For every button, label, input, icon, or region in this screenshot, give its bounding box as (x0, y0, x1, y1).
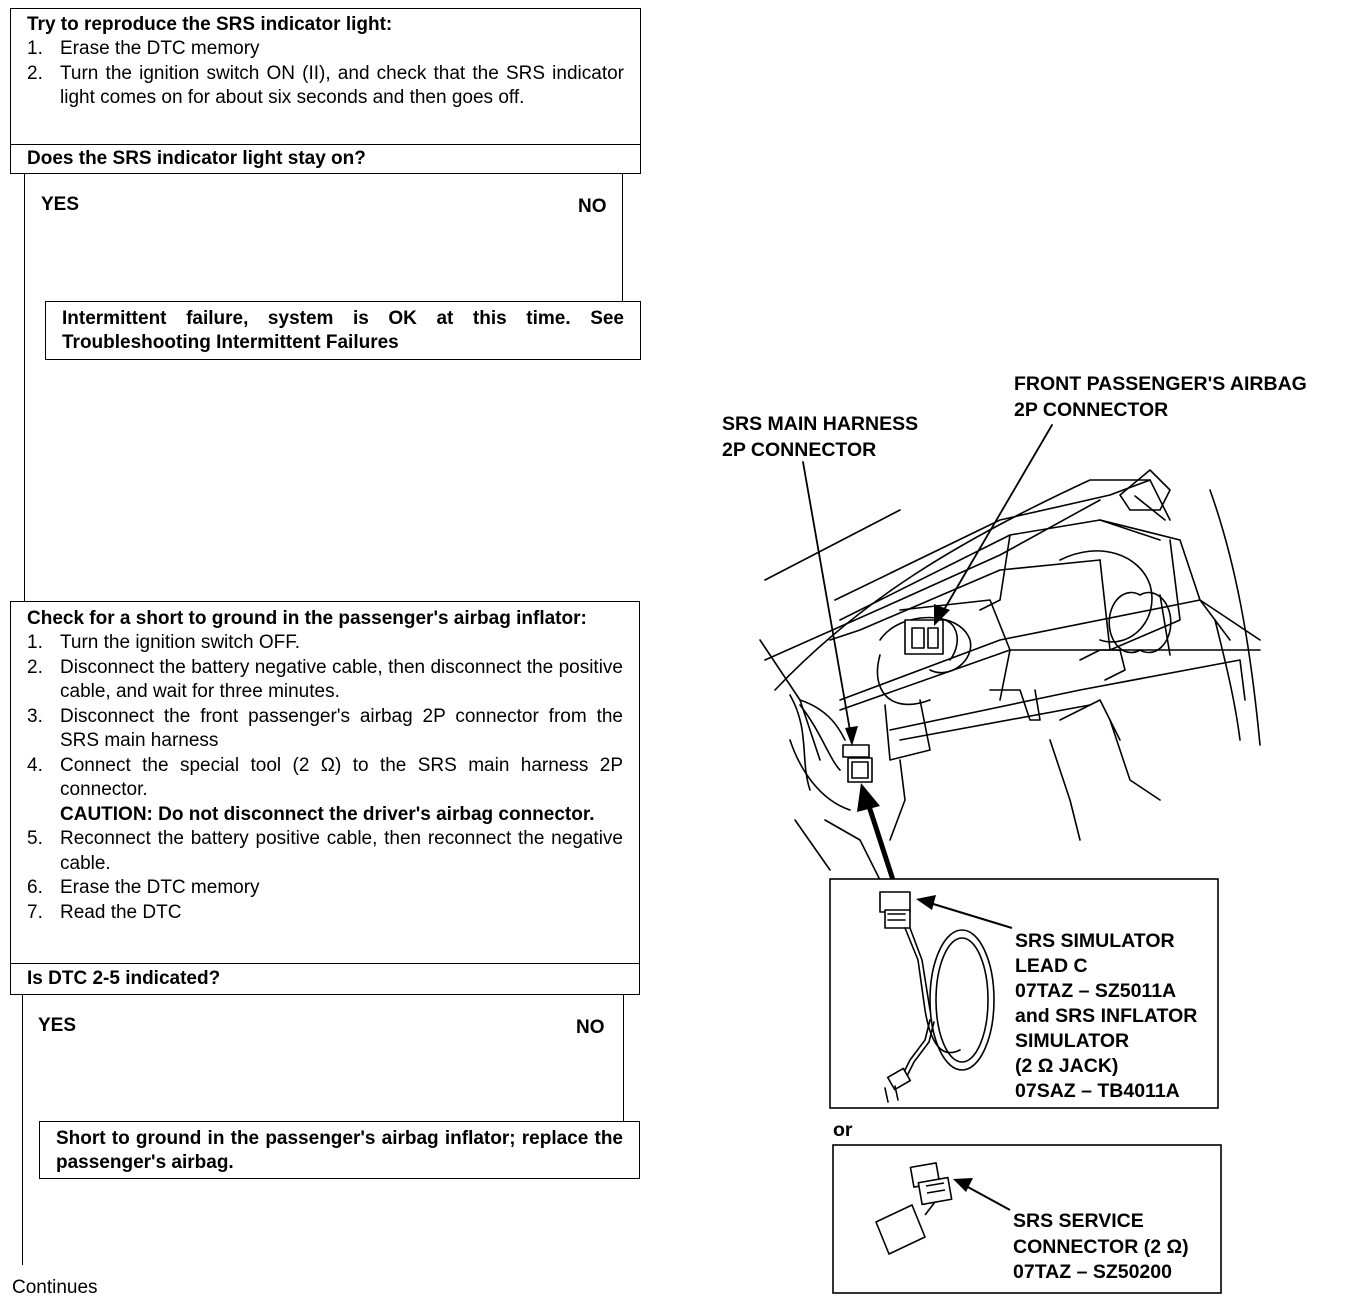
result-box-short: Short to ground in the passenger's airba… (39, 1121, 640, 1179)
no-label: NO (578, 196, 607, 217)
flow-line-yes (24, 174, 25, 606)
step-item: 6.Erase the DTC memory (27, 877, 260, 898)
caution-text: CAUTION: Do not disconnect the driver's … (60, 803, 595, 825)
result-text: Intermittent failure, system is OK at th… (62, 308, 624, 353)
flow-line-yes (22, 995, 23, 1265)
step-box-reproduce: Try to reproduce the SRS indicator light… (10, 8, 641, 145)
step-list: 1.Turn the ignition switch OFF. 2.Discon… (27, 631, 623, 925)
service-connector-label: SRS SERVICE CONNECTOR (2 Ω) 07TAZ – SZ50… (1013, 1210, 1189, 1283)
step-item: 5.Reconnect the battery positive cable, … (27, 828, 623, 874)
question-box: Does the SRS indicator light stay on? (10, 144, 641, 174)
no-label: NO (576, 1017, 605, 1038)
front-passenger-connector-label: FRONT PASSENGER'S AIRBAG 2P CONNECTOR (1014, 373, 1307, 421)
result-box-intermittent: Intermittent failure, system is OK at th… (45, 301, 641, 360)
main-harness-connector-label: SRS MAIN HARNESS 2P CONNECTOR (722, 413, 919, 461)
step-item: 2.Turn the ignition switch ON (II), and … (27, 62, 624, 109)
step-title: Try to reproduce the SRS indicator light… (27, 14, 393, 35)
step-item: 3.Disconnect the front passenger's airba… (27, 705, 623, 752)
continues-label: Continues (12, 1277, 98, 1298)
step-list: 1.Erase the DTC memory 2.Turn the igniti… (27, 37, 624, 111)
step-item: 1.Erase the DTC memory (27, 38, 260, 59)
yes-label: YES (38, 1015, 77, 1036)
result-text: Short to ground in the passenger's airba… (56, 1128, 623, 1173)
question-box: Is DTC 2-5 indicated? (10, 963, 640, 995)
step-title: Check for a short to ground in the passe… (27, 608, 587, 629)
yes-label: YES (41, 194, 80, 215)
step-item: 2.Disconnect the battery negative cable,… (27, 656, 623, 703)
step-box-short-check: Check for a short to ground in the passe… (10, 601, 640, 964)
or-label: or (833, 1119, 853, 1141)
flow-line-no (622, 174, 623, 302)
step-item: 7.Read the DTC (27, 901, 182, 923)
simulator-label: SRS SIMULATOR LEAD C 07TAZ – SZ5011A and… (1015, 930, 1198, 1102)
step-item: 4.Connect the special tool (2 Ω) to the … (27, 754, 623, 825)
flow-line-no (623, 995, 624, 1121)
question-text: Is DTC 2-5 indicated? (27, 968, 221, 989)
step-item: 1.Turn the ignition switch OFF. (27, 632, 301, 653)
question-text: Does the SRS indicator light stay on? (27, 148, 366, 169)
